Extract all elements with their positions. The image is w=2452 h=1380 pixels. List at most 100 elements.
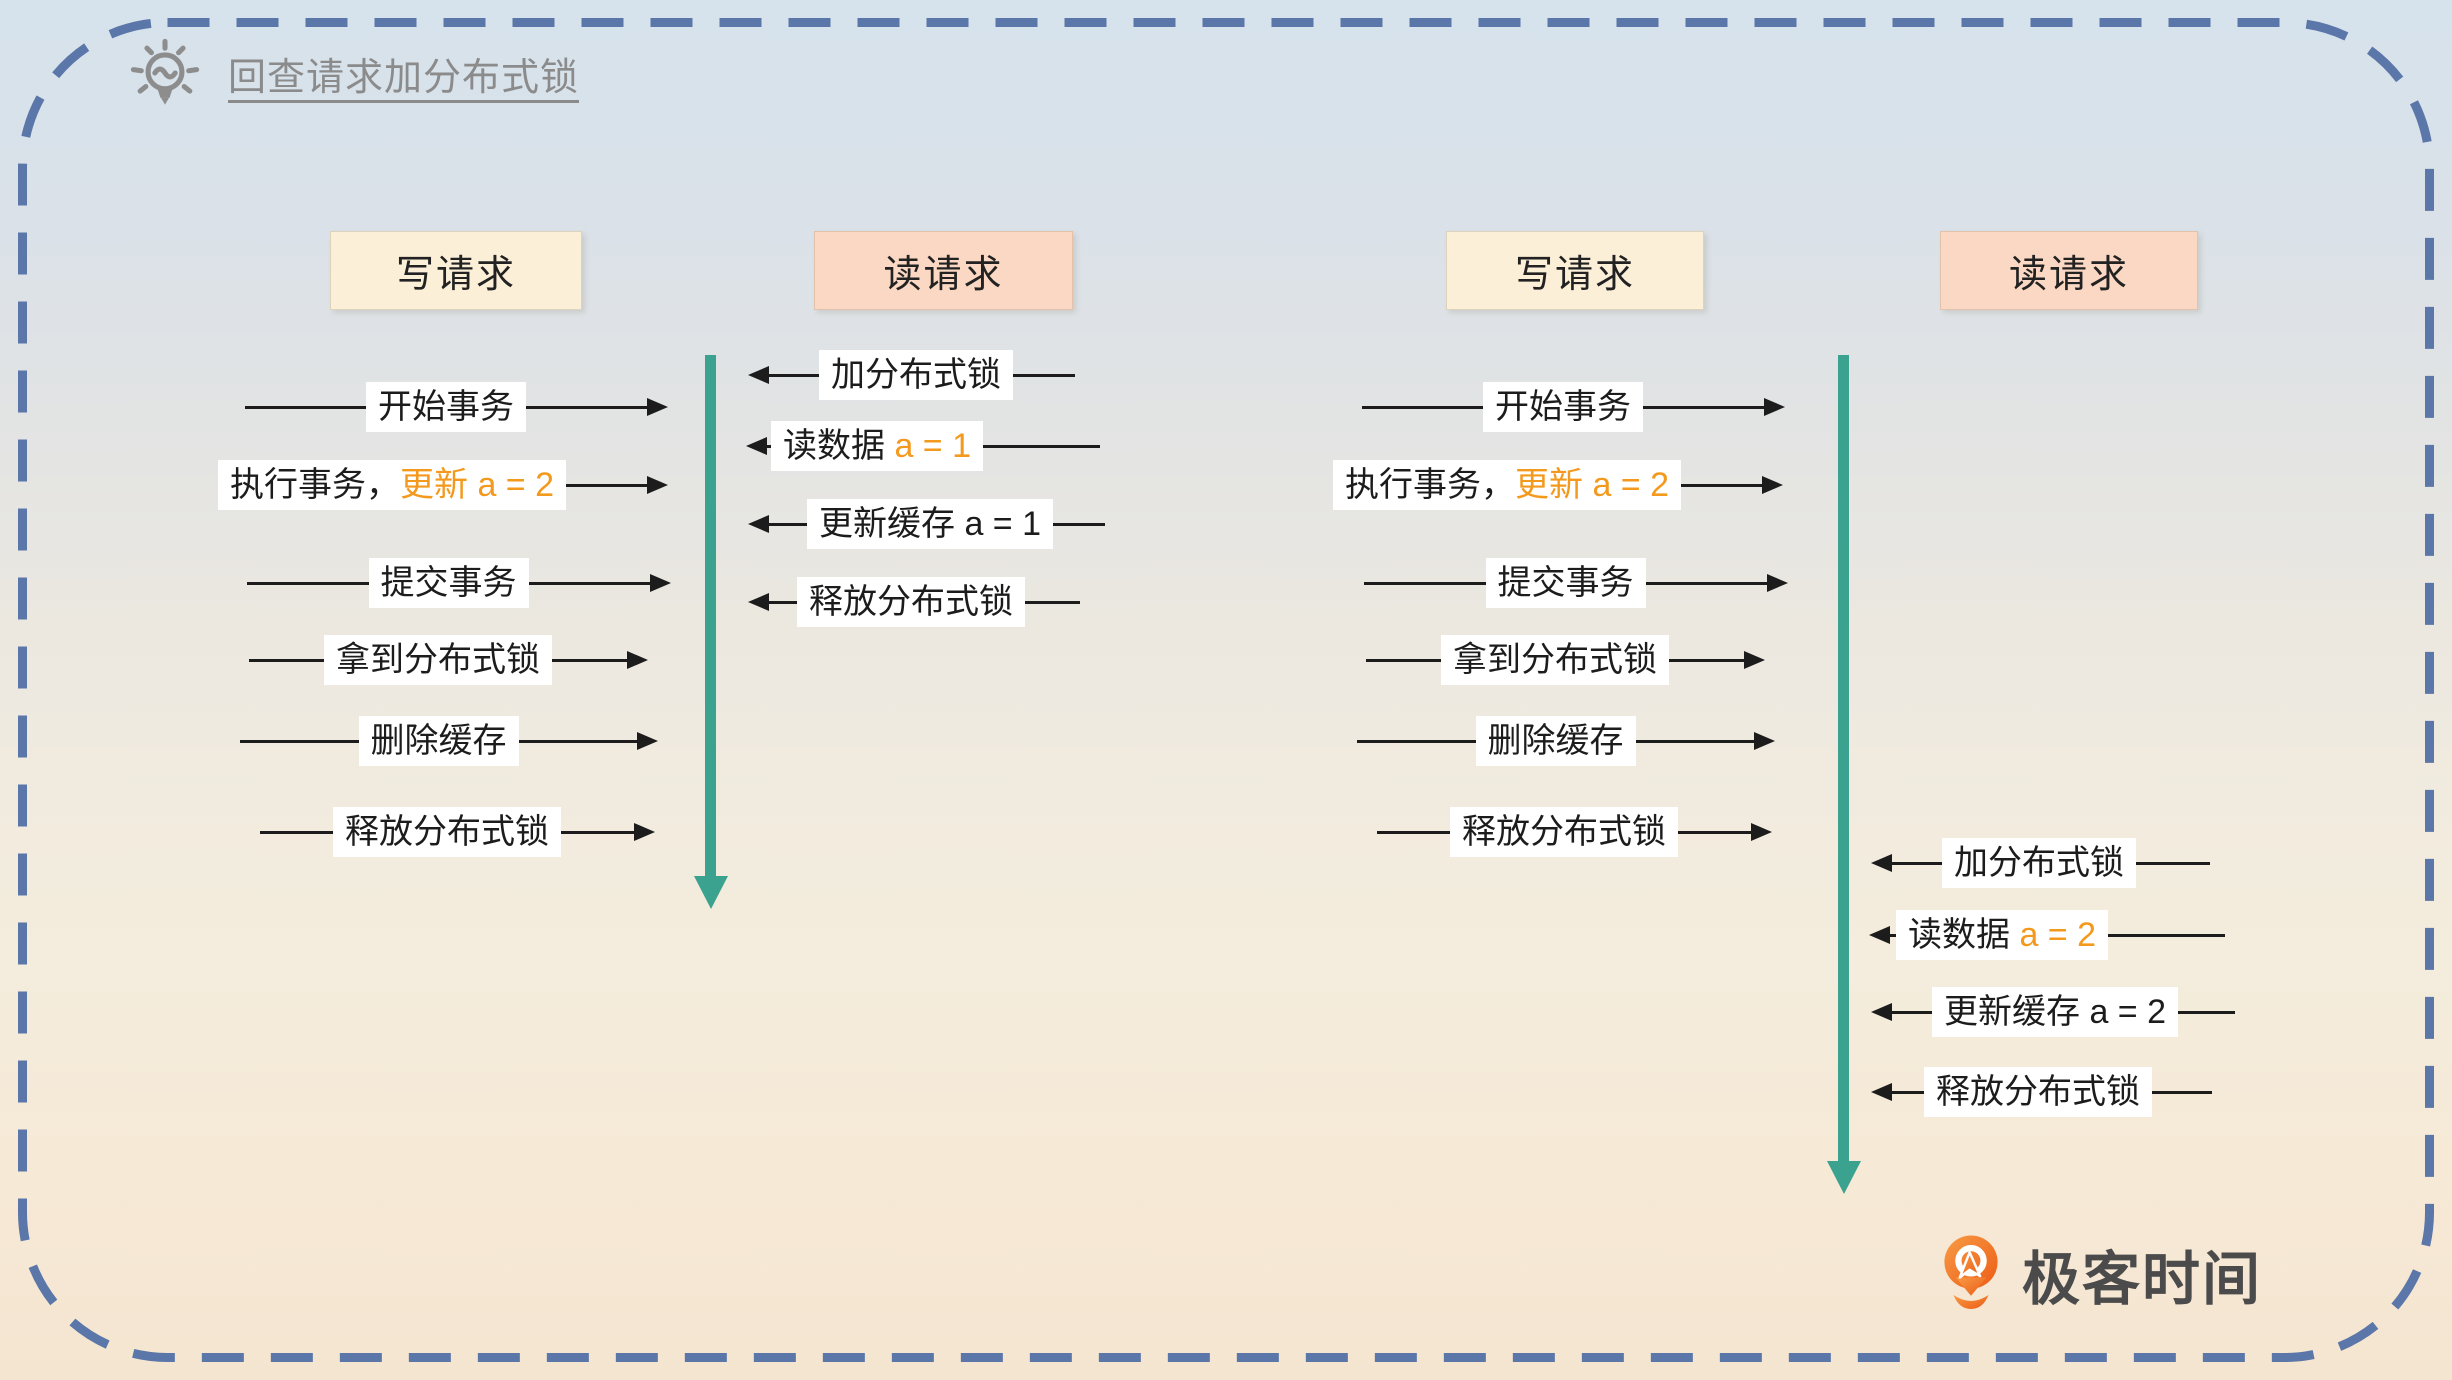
arrowhead-right-icon — [637, 732, 658, 750]
left-read-step-release-lock: 释放分布式锁 — [748, 576, 1080, 628]
right-read-step-update-cache: 更新缓存 a = 2 — [1871, 986, 2235, 1038]
arrow-line — [769, 600, 797, 604]
arrowhead-left-icon — [748, 593, 769, 611]
right-read-request-header: 读请求 — [1940, 231, 2198, 310]
arrowhead-left-icon — [746, 437, 767, 455]
arrowhead-right-icon — [1744, 651, 1765, 669]
arrow-line — [1053, 522, 1105, 526]
left-write-step-commit-tx: 提交事务 — [247, 557, 671, 609]
arrowhead-right-icon — [647, 398, 668, 416]
step-label: 执行事务，更新 a = 2 — [218, 459, 567, 511]
arrowhead-right-icon — [650, 574, 671, 592]
step-label: 释放分布式锁 — [333, 806, 561, 858]
step-label: 删除缓存 — [1475, 715, 1636, 767]
arrowhead-right-icon — [627, 651, 648, 669]
arrow-line — [1362, 405, 1483, 409]
arrowhead-left-icon — [1871, 854, 1892, 872]
left-write-step-acquire-lock: 拿到分布式锁 — [249, 634, 648, 686]
arrow-line — [2136, 861, 2210, 865]
arrow-line — [528, 581, 650, 585]
arrow-line — [769, 522, 807, 526]
arrowhead-left-icon — [1871, 1083, 1892, 1101]
highlighted-value: 更新 a = 2 — [1515, 465, 1670, 504]
arrow-line — [566, 483, 647, 487]
arrow-line — [2178, 1010, 2235, 1014]
step-label: 开始事务 — [1483, 381, 1643, 433]
left-read-timeline — [705, 355, 716, 878]
arrowhead-right-icon — [1762, 476, 1783, 494]
arrow-line — [1013, 373, 1075, 377]
arrow-line — [260, 830, 333, 834]
arrowhead-left-icon — [1869, 926, 1890, 944]
step-label: 拿到分布式锁 — [1441, 634, 1669, 686]
step-label: 释放分布式锁 — [1924, 1066, 2152, 1118]
step-label: 读数据 a = 2 — [1896, 909, 2109, 961]
diagram-title: 回查请求加分布式锁 — [126, 38, 579, 108]
step-label: 提交事务 — [368, 557, 529, 609]
right-read-step-release-lock: 释放分布式锁 — [1871, 1066, 2212, 1118]
arrow-line — [1643, 405, 1764, 409]
step-label: 加分布式锁 — [1942, 837, 2136, 889]
highlighted-value: a = 2 — [2019, 915, 2097, 954]
step-label: 更新缓存 a = 2 — [1932, 986, 2179, 1038]
geektime-logo: 极客时间 — [1936, 1232, 2262, 1316]
arrowhead-left-icon — [748, 515, 769, 533]
left-read-step-read-data: 读数据 a = 1 — [746, 420, 1100, 472]
logo-text: 极客时间 — [2022, 1247, 2263, 1312]
left-write-request-header: 写请求 — [330, 231, 582, 310]
arrow-line — [247, 581, 369, 585]
step-label: 加分布式锁 — [819, 349, 1013, 401]
left-write-step-exec-tx: 执行事务，更新 a = 2 — [218, 459, 668, 511]
right-write-request-header: 写请求 — [1446, 231, 1704, 310]
arrow-line — [561, 830, 634, 834]
right-read-step-add-lock: 加分布式锁 — [1871, 837, 2210, 889]
arrow-line — [1681, 483, 1762, 487]
step-label: 删除缓存 — [358, 715, 519, 767]
right-read-step-read-data: 读数据 a = 2 — [1869, 909, 2225, 961]
left-write-step-delete-cache: 删除缓存 — [240, 715, 658, 767]
step-label: 释放分布式锁 — [1450, 806, 1678, 858]
arrowhead-left-icon — [748, 366, 769, 384]
left-read-step-update-cache: 更新缓存 a = 1 — [748, 498, 1105, 550]
arrow-line — [1678, 830, 1751, 834]
geektime-pin-icon — [1944, 1235, 1998, 1309]
arrow-line — [245, 405, 366, 409]
right-write-step-delete-cache: 删除缓存 — [1357, 715, 1775, 767]
step-label: 释放分布式锁 — [797, 576, 1025, 628]
right-write-step-acquire-lock: 拿到分布式锁 — [1366, 634, 1765, 686]
arrow-line — [526, 405, 647, 409]
step-label: 读数据 a = 1 — [771, 420, 984, 472]
step-label: 开始事务 — [366, 381, 526, 433]
arrow-line — [240, 739, 359, 743]
arrow-line — [1366, 658, 1441, 662]
step-label: 更新缓存 a = 1 — [807, 498, 1054, 550]
arrowhead-right-icon — [634, 823, 655, 841]
arrow-line — [2152, 1090, 2212, 1094]
right-write-step-exec-tx: 执行事务，更新 a = 2 — [1333, 459, 1783, 511]
arrow-line — [1364, 581, 1486, 585]
left-read-timeline-arrowhead — [693, 876, 728, 909]
right-write-step-release-lock: 释放分布式锁 — [1377, 806, 1772, 858]
step-label: 执行事务，更新 a = 2 — [1333, 459, 1682, 511]
arrow-line — [1635, 739, 1754, 743]
arrow-line — [552, 658, 627, 662]
arrow-line — [249, 658, 324, 662]
arrow-line — [1892, 861, 1942, 865]
arrow-line — [1377, 830, 1450, 834]
arrow-line — [1890, 933, 1896, 937]
lightbulb-icon — [130, 38, 200, 105]
arrow-line — [1357, 739, 1476, 743]
arrow-line — [1892, 1010, 1932, 1014]
left-write-step-begin-tx: 开始事务 — [245, 381, 668, 433]
arrow-line — [2108, 933, 2225, 937]
arrow-line — [1892, 1090, 1924, 1094]
arrow-line — [767, 444, 771, 448]
arrowhead-left-icon — [1871, 1003, 1892, 1021]
left-write-step-release-lock: 释放分布式锁 — [260, 806, 655, 858]
arrow-line — [983, 444, 1100, 448]
arrowhead-right-icon — [1754, 732, 1775, 750]
arrowhead-right-icon — [1767, 574, 1788, 592]
right-read-timeline-arrowhead — [1826, 1161, 1861, 1194]
right-write-step-commit-tx: 提交事务 — [1364, 557, 1788, 609]
